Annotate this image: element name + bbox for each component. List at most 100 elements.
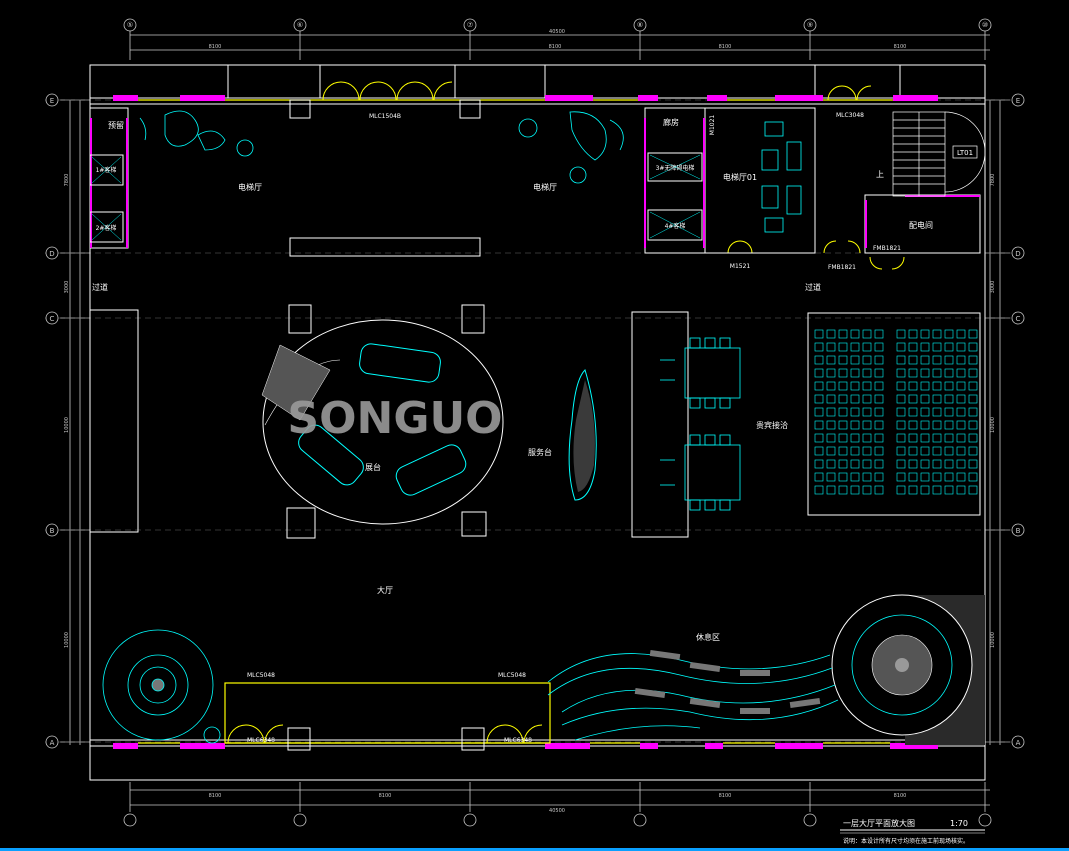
seat — [850, 329, 860, 339]
door-code: MLC5048 — [498, 672, 526, 679]
seat — [826, 407, 836, 417]
seat — [850, 394, 860, 404]
seat — [932, 394, 942, 404]
seat — [850, 485, 860, 495]
room-label-power-room: 配电间 — [909, 220, 933, 230]
seat — [920, 355, 930, 365]
seat — [838, 420, 848, 430]
seat — [874, 394, 884, 404]
seat — [850, 446, 860, 456]
seat — [874, 407, 884, 417]
axis-bubbles-top — [45, 18, 1025, 827]
axis-left-label: A — [50, 739, 55, 747]
seat — [932, 433, 942, 443]
seat — [896, 342, 906, 352]
seat — [896, 368, 906, 378]
seat — [908, 355, 918, 365]
seat — [814, 329, 824, 339]
title-block-scale: 1:70 — [950, 819, 968, 828]
seat — [850, 472, 860, 482]
seat — [932, 342, 942, 352]
seat — [956, 433, 966, 443]
seat — [944, 342, 954, 352]
seat — [908, 407, 918, 417]
elevator-label: 2#客梯 — [96, 224, 117, 232]
seat — [920, 381, 930, 391]
seat — [814, 472, 824, 482]
room-label-service-desk: 服务台 — [528, 447, 552, 457]
seat — [838, 485, 848, 495]
title-block-title: 一层大厅平面放大图 — [843, 818, 915, 828]
seat — [968, 355, 978, 365]
room-label-exhibition: 展台 — [365, 462, 381, 472]
dim-top-total: 40500 — [549, 29, 565, 35]
seat — [932, 381, 942, 391]
seat — [838, 394, 848, 404]
seat — [826, 342, 836, 352]
seat — [908, 329, 918, 339]
seat — [862, 420, 872, 430]
seat — [944, 472, 954, 482]
seat — [850, 459, 860, 469]
seat — [944, 394, 954, 404]
seat — [838, 368, 848, 378]
door-code: MLC1504B — [369, 113, 401, 120]
seat — [932, 368, 942, 378]
seat — [944, 446, 954, 456]
seat — [908, 342, 918, 352]
seat — [814, 381, 824, 391]
dim-side: 10000 — [990, 632, 996, 648]
stair — [892, 111, 986, 197]
seat — [850, 381, 860, 391]
seat — [814, 342, 824, 352]
seat — [874, 459, 884, 469]
seat — [862, 446, 872, 456]
seat — [956, 472, 966, 482]
seat — [896, 420, 906, 430]
seat — [968, 472, 978, 482]
seat — [826, 485, 836, 495]
seat — [814, 433, 824, 443]
stair-tag — [952, 145, 978, 159]
axis-top-label: ⑩ — [982, 21, 988, 29]
seat — [968, 407, 978, 417]
seat — [932, 485, 942, 495]
seat — [826, 394, 836, 404]
seat — [896, 355, 906, 365]
seat — [874, 329, 884, 339]
auditorium-seats — [814, 329, 978, 495]
seat — [862, 459, 872, 469]
seat — [826, 433, 836, 443]
seat — [862, 342, 872, 352]
seat — [908, 381, 918, 391]
seat — [932, 472, 942, 482]
round-seating-right — [831, 594, 985, 745]
seat — [944, 485, 954, 495]
seat — [862, 381, 872, 391]
seat — [826, 446, 836, 456]
dim-top: 8100 — [719, 44, 732, 50]
seat — [932, 459, 942, 469]
seat — [826, 329, 836, 339]
dim-bottom: 8100 — [719, 793, 732, 799]
seat — [850, 420, 860, 430]
room-label-elevator-hall-01: 电梯厅01 — [723, 172, 757, 182]
seat — [908, 368, 918, 378]
seat — [968, 433, 978, 443]
seat — [826, 459, 836, 469]
elevators — [89, 152, 703, 243]
dim-bottom: 8100 — [894, 793, 907, 799]
seat — [968, 420, 978, 430]
room-label-corridor-right: 过道 — [805, 282, 821, 292]
seat — [932, 407, 942, 417]
seat — [920, 329, 930, 339]
seat — [862, 485, 872, 495]
title-block-note: 说明：本设计所有尺寸均须在施工前现场核实。 — [843, 837, 969, 845]
round-rug-left — [102, 629, 221, 744]
lounge-chairs — [139, 110, 624, 184]
seat — [814, 394, 824, 404]
seat — [850, 355, 860, 365]
seat — [874, 420, 884, 430]
axis-top-label: ⑤ — [127, 21, 133, 29]
